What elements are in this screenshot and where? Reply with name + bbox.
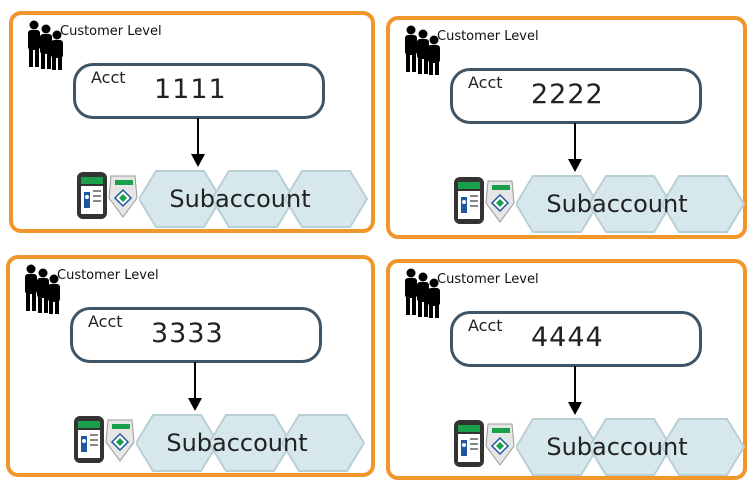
people-icon [28,20,63,70]
subaccount-hexagon [283,170,369,228]
subaccount-hexagon [139,170,223,228]
acct-label: Acct [88,312,123,331]
customer-panel-3: Customer Level Acct 3333 Subaccount [6,255,375,477]
meter-device-icon [77,172,138,219]
subaccount-hexagon [587,418,673,476]
customer-level-label: Customer Level [57,268,159,283]
subaccount-hexagon [516,418,600,476]
down-arrow-icon [188,362,202,411]
subaccount-hexagon [516,175,600,233]
acct-label: Acct [468,316,503,335]
customer-panel-1: Customer Level Acct 1111 Subaccount [9,11,375,233]
people-icon [25,264,60,314]
acct-number: 3333 [151,318,224,349]
subaccount-hexagon [207,414,293,472]
acct-label: Acct [468,73,503,92]
down-arrow-icon [191,118,205,167]
meter-device-icon [454,420,515,467]
down-arrow-icon [568,123,582,172]
account-box: Acct 1111 [73,63,325,119]
people-icon [405,25,440,75]
customer-level-label: Customer Level [60,24,162,39]
subaccount-label: Subaccount [546,433,688,461]
subaccount-hexagon [210,170,296,228]
subaccount-hexagon [660,418,746,476]
acct-number: 2222 [531,79,604,110]
subaccount-hexagon [136,414,220,472]
subaccount-hexagons [516,175,746,233]
customer-level-label: Customer Level [437,29,539,44]
subaccount-hexagons [139,170,369,228]
subaccount-label: Subaccount [546,190,688,218]
subaccount-hexagon [280,414,366,472]
account-box: Acct 2222 [450,68,702,124]
subaccount-label: Subaccount [169,185,311,213]
people-icon [405,268,440,318]
acct-number: 4444 [531,322,604,353]
down-arrow-icon [568,366,582,415]
customer-level-label: Customer Level [437,272,539,287]
meter-device-icon [454,177,515,224]
account-box: Acct 3333 [70,307,322,363]
subaccount-hexagons [136,414,366,472]
subaccount-label: Subaccount [166,429,308,457]
customer-panel-4: Customer Level Acct 4444 Subaccount [386,259,747,480]
account-box: Acct 4444 [450,311,702,367]
meter-device-icon [74,416,135,463]
acct-number: 1111 [154,74,227,105]
subaccount-hexagon [660,175,746,233]
subaccount-hexagon [587,175,673,233]
acct-label: Acct [91,68,126,87]
subaccount-hexagons [516,418,746,476]
customer-panel-2: Customer Level Acct 2222 Subaccount [386,16,747,239]
